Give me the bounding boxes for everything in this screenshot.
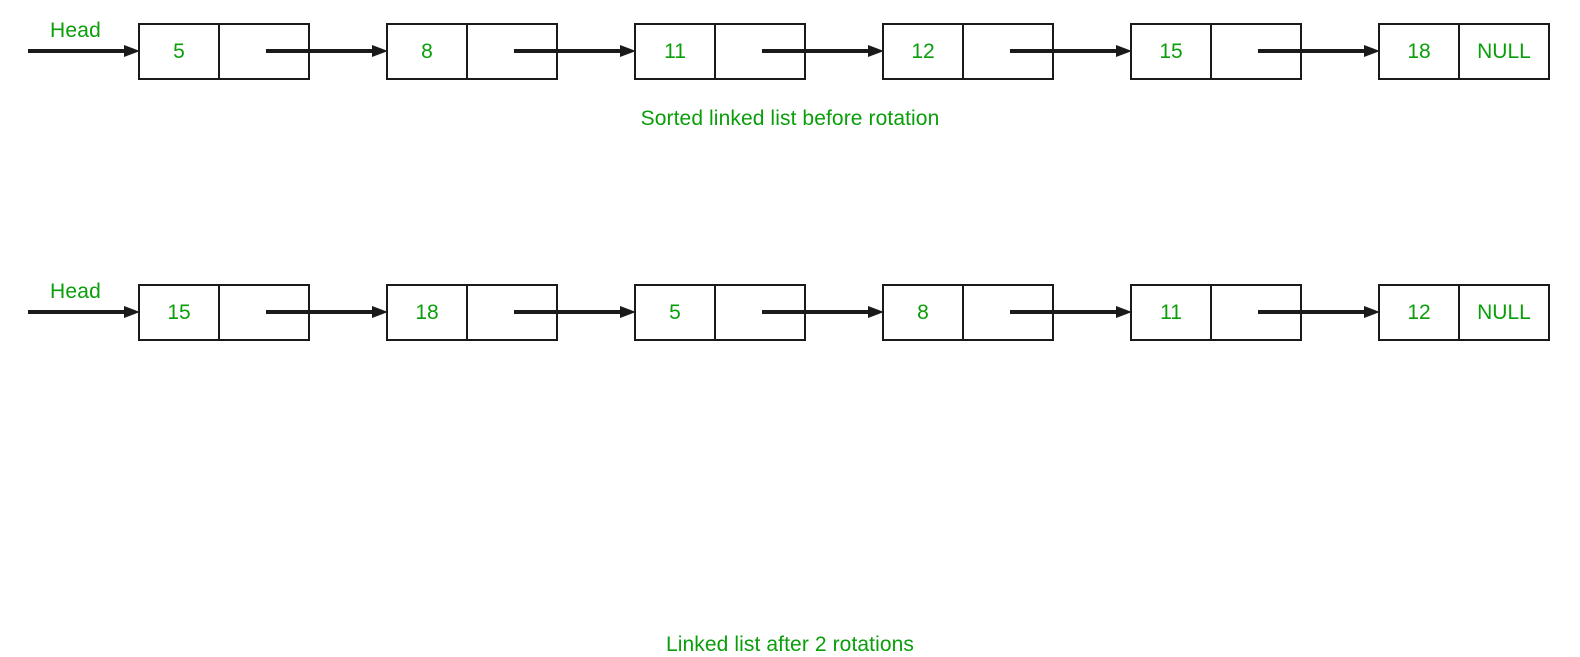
node-value: 5 — [140, 25, 220, 78]
list-node[interactable]: 5 — [138, 23, 388, 80]
node-value: 12 — [884, 25, 964, 78]
list-node[interactable]: 15 — [138, 284, 388, 341]
node-value: 15 — [140, 286, 220, 339]
head-label: Head — [50, 19, 102, 42]
node-next-cell — [220, 286, 308, 339]
list-node[interactable]: 8 — [882, 284, 1132, 341]
list-node[interactable]: 8 — [386, 23, 636, 80]
node-next-cell — [1212, 25, 1300, 78]
list-node[interactable]: 11 — [1130, 284, 1380, 341]
list-node[interactable]: 18 — [386, 284, 636, 341]
node-next-cell — [468, 286, 556, 339]
node-box: 15 — [1130, 23, 1302, 80]
node-box: 15 — [138, 284, 310, 341]
head-pointer-group-before: Head — [0, 0, 140, 80]
node-null-terminator: NULL — [1477, 300, 1531, 324]
node-value: 11 — [1132, 286, 1212, 339]
node-value: 15 — [1132, 25, 1212, 78]
node-value: 5 — [636, 286, 716, 339]
node-next-cell — [220, 25, 308, 78]
list-node-tail[interactable]: 18 NULL — [1378, 23, 1550, 80]
node-value: 18 — [388, 286, 468, 339]
node-value: 8 — [388, 25, 468, 78]
list-node[interactable]: 11 — [634, 23, 884, 80]
node-value: 12 — [1380, 286, 1460, 339]
list-node[interactable]: 15 — [1130, 23, 1380, 80]
node-null-terminator: NULL — [1477, 39, 1531, 63]
list-node-tail[interactable]: 12 NULL — [1378, 284, 1550, 341]
diagram-caption: Linked list after 2 rotations — [665, 633, 915, 656]
node-box: 18 — [386, 284, 558, 341]
node-next-cell — [1212, 286, 1300, 339]
node-box: 12 NULL — [1378, 284, 1550, 341]
node-box: 11 — [1130, 284, 1302, 341]
list-node[interactable]: 5 — [634, 284, 884, 341]
node-box: 5 — [138, 23, 310, 80]
node-next-cell — [468, 25, 556, 78]
head-label: Head — [50, 280, 102, 303]
node-value: 11 — [636, 25, 716, 78]
node-box: 12 — [882, 23, 1054, 80]
node-next-cell — [716, 25, 804, 78]
node-next-cell — [964, 286, 1052, 339]
node-box: 5 — [634, 284, 806, 341]
node-box: 8 — [386, 23, 558, 80]
head-arrow-icon — [28, 45, 140, 57]
list-node[interactable]: 12 — [882, 23, 1132, 80]
node-value: 18 — [1380, 25, 1460, 78]
node-box: 18 NULL — [1378, 23, 1550, 80]
node-next-cell — [716, 286, 804, 339]
node-value: 8 — [884, 286, 964, 339]
diagram-caption: Sorted linked list before rotation — [640, 107, 940, 130]
node-box: 11 — [634, 23, 806, 80]
head-pointer-group-after: Head — [0, 261, 140, 341]
linked-list-diagram-after: Head 15 18 — [0, 261, 1580, 656]
node-box: 8 — [882, 284, 1054, 341]
node-next-cell — [964, 25, 1052, 78]
head-arrow-icon — [28, 306, 140, 318]
linked-list-diagram-before: Head 5 8 — [0, 0, 1580, 150]
